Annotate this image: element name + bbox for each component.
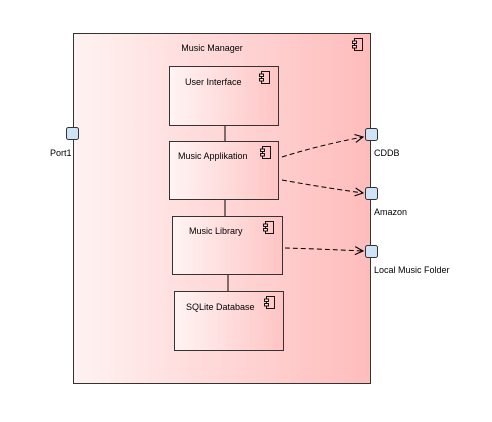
component-label: Music Library xyxy=(189,226,243,236)
component-label: User Interface xyxy=(185,77,242,87)
component-label: SQLite Database xyxy=(186,302,255,312)
component-sqlite-database[interactable]: SQLite Database xyxy=(174,291,284,351)
component-music-library[interactable]: Music Library xyxy=(172,216,283,275)
component-icon xyxy=(263,221,274,234)
component-icon xyxy=(260,146,271,159)
port-amazon[interactable]: Amazon xyxy=(365,187,408,218)
assembly-connectors xyxy=(224,126,229,291)
component-label: Music Applikation xyxy=(178,151,248,161)
port-label: Port1 xyxy=(50,148,72,158)
component-icon xyxy=(352,38,363,51)
port-local-music-folder[interactable]: Local Music Folder xyxy=(365,245,450,276)
dependency-app-amazon xyxy=(281,179,363,193)
port-port1[interactable]: Port1 xyxy=(50,127,79,159)
component-music-applikation[interactable]: Music Applikation xyxy=(169,141,279,200)
component-user-interface[interactable]: User Interface xyxy=(169,66,279,126)
port-label: CDDB xyxy=(374,148,400,158)
port-cddb[interactable]: CDDB xyxy=(365,128,400,159)
port-label: Amazon xyxy=(374,207,407,217)
component-icon xyxy=(259,71,270,84)
dependency-arrows xyxy=(281,137,363,251)
component-icon xyxy=(264,296,275,309)
dependency-app-cddb xyxy=(281,137,363,158)
port-label: Local Music Folder xyxy=(374,265,450,275)
container-title: Music Manager xyxy=(181,43,243,53)
